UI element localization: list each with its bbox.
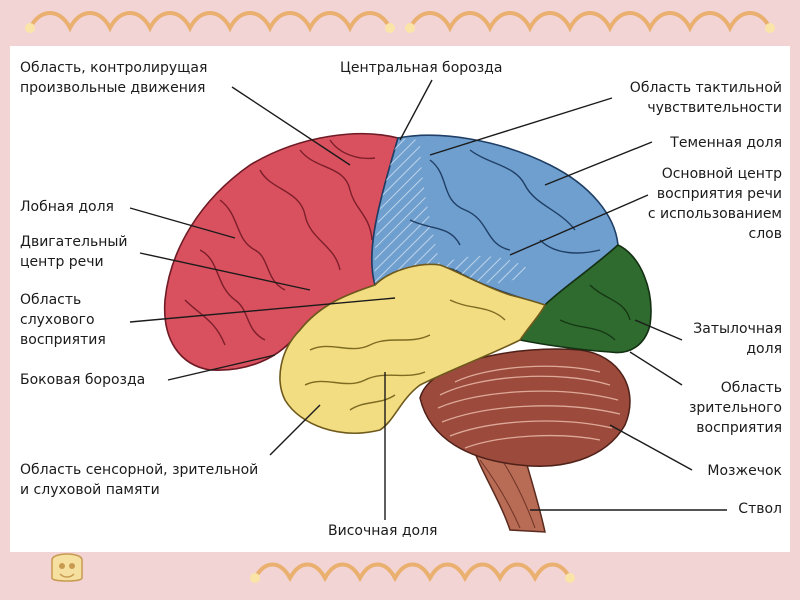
label-auditory-area: Область слухового восприятия xyxy=(20,292,106,348)
label-occipital-lobe: Затылочная доля xyxy=(693,321,782,357)
label-central-sulcus: Центральная борозда xyxy=(340,60,503,76)
label-lateral-sulcus: Боковая борозда xyxy=(20,372,146,388)
label-memory-area: Область сенсорной, зрительной и слуховой… xyxy=(20,462,259,498)
label-temporal-lobe: Височная доля xyxy=(328,523,438,539)
label-speech-center: Основной центр восприятия речи с использ… xyxy=(647,166,782,242)
label-visual-area: Область зрительного восприятия xyxy=(688,380,782,436)
decorative-border-bottom xyxy=(250,562,575,583)
label-parietal-lobe: Теменная доля xyxy=(670,135,782,151)
emblem-icon xyxy=(51,553,83,582)
label-cerebellum: Мозжечок xyxy=(707,463,782,479)
temporal-lobe xyxy=(279,263,547,434)
decorative-border-top xyxy=(0,0,800,46)
label-motor-area: Область, контролирущая произвольные движ… xyxy=(20,60,208,96)
label-brainstem: Ствол xyxy=(738,501,782,517)
occipital-lobe xyxy=(518,244,652,354)
pointer-lines xyxy=(129,79,727,520)
label-frontal-lobe: Лобная доля xyxy=(20,199,114,215)
label-tactile-area: Область тактильной чувствительности xyxy=(629,80,782,116)
label-motor-speech: Двигательный центр речи xyxy=(20,234,128,270)
